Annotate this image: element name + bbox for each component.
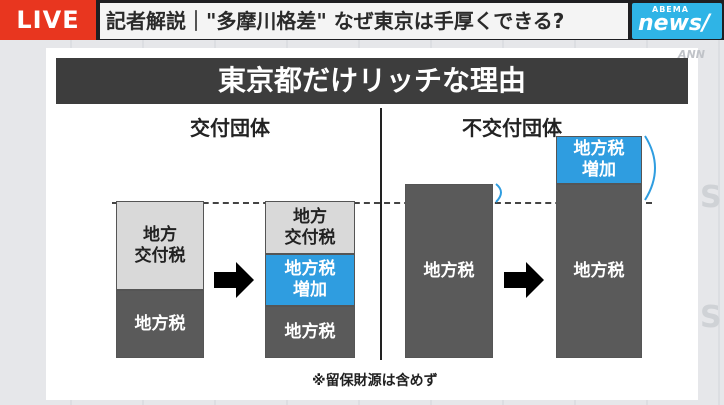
live-badge: LIVE: [0, 0, 96, 40]
background-letter-icon: S: [700, 180, 722, 215]
local-tax-block: 地方税: [405, 184, 493, 358]
block-label: 地方税: [573, 260, 625, 281]
block-label: 地方税 増加: [573, 139, 625, 180]
block-label: 地方税: [284, 321, 336, 342]
tax-increase-block: 地方税 増加: [265, 254, 355, 306]
left-section-heading: 交付団体: [190, 116, 270, 140]
local-tax-block: 地方税: [116, 290, 204, 358]
headline-text: 記者解説｜"多摩川格差" なぜ東京は手厚くできる?: [106, 9, 565, 33]
block-grant-block: 地方 交付税: [116, 201, 204, 290]
slide-title-banner: [56, 58, 688, 104]
ann-watermark: ANN: [678, 48, 705, 61]
baseline-dashed-line: [112, 202, 652, 204]
block-grant-block: 地方 交付税: [265, 201, 355, 254]
logo-news-text: news/: [638, 11, 711, 36]
right-arrow-icon: [214, 262, 254, 298]
right-arrow-icon: [504, 262, 544, 298]
block-label: 地方税: [423, 260, 475, 281]
local-tax-block: 地方税: [556, 184, 642, 358]
block-label: 地方税: [134, 313, 186, 334]
block-label: 地方 交付税: [284, 206, 336, 248]
section-divider: [380, 108, 382, 360]
logo-brand-text: ABEMA: [652, 5, 689, 14]
footnote: ※留保財源は含めず: [312, 373, 438, 389]
tax-increase-block: 地方税 増加: [556, 136, 642, 184]
abema-news-logo: [632, 3, 722, 39]
right-section-heading: 不交付団体: [462, 116, 562, 140]
surplus-bracket-icon: [644, 135, 656, 201]
block-label: 地方税 増加: [284, 259, 336, 300]
local-tax-block: 地方税: [265, 306, 355, 358]
block-label: 地方 交付税: [134, 224, 186, 266]
surplus-bracket-icon: [495, 183, 502, 203]
headline-box: [100, 3, 628, 39]
slide-title: 東京都だけリッチな理由: [217, 64, 526, 97]
background-letter-icon: S: [700, 300, 722, 335]
